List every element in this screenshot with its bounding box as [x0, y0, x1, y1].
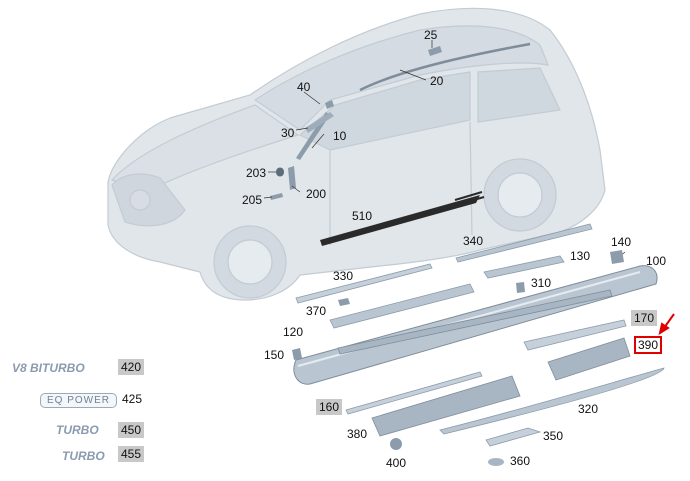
part-370-strip [329, 283, 475, 329]
leader-lines [263, 40, 626, 259]
part-330-strip [295, 263, 433, 304]
part-30-trim [305, 112, 334, 133]
badge-turbo-amg: TURBO [56, 423, 99, 437]
callout-350: 350 [543, 429, 564, 443]
vehicle-illustration [107, 7, 606, 301]
part-160-strip [345, 371, 483, 415]
part-200-trim [288, 166, 296, 190]
part-320-blade [439, 367, 665, 435]
callout-130: 130 [570, 249, 591, 263]
callout-425: 425 [122, 392, 143, 406]
part-130-strip [483, 255, 565, 279]
highlight-arrow [658, 313, 675, 336]
part-350-handle [485, 427, 542, 447]
callout-120: 120 [283, 325, 304, 339]
part-205-clip [270, 193, 283, 200]
part-25-clip [428, 46, 442, 56]
part-150-clip [292, 348, 302, 360]
callout-140: 140 [611, 235, 632, 249]
callout-170: 170 [631, 310, 658, 326]
part-370-clip [338, 298, 350, 306]
part-120-rail [337, 289, 613, 355]
callout-370: 370 [306, 304, 327, 318]
callout-330: 330 [333, 269, 354, 283]
callout-400: 400 [386, 456, 407, 470]
part-510-side-stripe [320, 191, 485, 246]
callout-455: 455 [118, 446, 145, 462]
part-170-strip [523, 319, 627, 351]
badge-eq-power: EQ POWER [40, 393, 118, 408]
badge-v8-biturbo: V8 BITURBO [12, 361, 85, 375]
callout-200: 200 [306, 187, 327, 201]
callout-20: 20 [430, 74, 444, 88]
badge-turbo: TURBO [62, 449, 105, 463]
callout-205: 205 [242, 193, 263, 207]
part-310-clip [516, 282, 525, 293]
part-40-clip [325, 100, 334, 109]
part-340-strip [455, 223, 593, 263]
part-390-bracket [547, 337, 631, 381]
callout-340: 340 [463, 234, 484, 248]
callout-160: 160 [316, 399, 343, 415]
callout-360: 360 [510, 454, 531, 468]
part-20-roof-rail [359, 42, 531, 92]
callout-450: 450 [118, 422, 145, 438]
callout-320: 320 [578, 402, 599, 416]
callout-390: 390 [634, 336, 663, 354]
callout-10: 10 [333, 129, 347, 143]
callout-203: 203 [246, 166, 267, 180]
callout-150: 150 [264, 348, 285, 362]
part-380-bracket [371, 375, 521, 437]
part-140-clip [610, 250, 624, 264]
callout-100: 100 [646, 254, 667, 268]
part-360-washer [488, 458, 504, 466]
callout-40: 40 [297, 80, 311, 94]
callout-380: 380 [347, 427, 368, 441]
part-400-knob [390, 438, 402, 450]
callout-25: 25 [424, 28, 438, 42]
callout-310: 310 [531, 276, 552, 290]
callout-420: 420 [118, 359, 145, 375]
callout-30: 30 [281, 126, 295, 140]
part-203-cap [276, 167, 284, 177]
callout-510: 510 [352, 209, 373, 223]
